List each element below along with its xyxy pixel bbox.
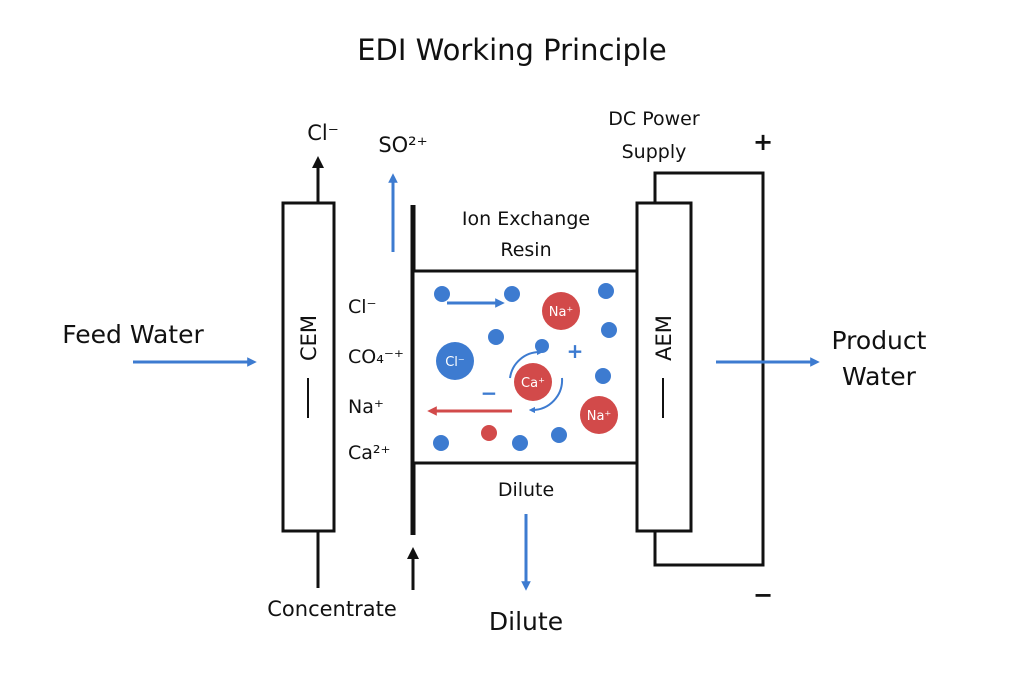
ion-na-2-label: Na⁺ (587, 409, 612, 424)
resin-label-line1: Ion Exchange (462, 208, 590, 230)
aem-membrane (635, 201, 693, 533)
anion-dot (535, 339, 549, 353)
exchange-arc-bottom (528, 377, 564, 414)
anion-dot (598, 283, 614, 299)
dc-label-line2: Supply (622, 141, 687, 163)
aem-label: AEM (652, 315, 676, 361)
anion-dot (551, 427, 567, 443)
feed-water-label: Feed Water (62, 320, 204, 349)
dc-plus-sign: + (753, 128, 773, 156)
dilute-inner-label: Dilute (498, 479, 554, 501)
ion-list-co4: CO₄⁻⁺ (348, 346, 404, 368)
dilute-outer-label: Dilute (489, 607, 563, 636)
resin-label-line2: Resin (500, 239, 551, 261)
concentrate-label: Concentrate (267, 597, 397, 621)
so-outlet-label: SO²⁺ (378, 133, 427, 157)
ion-list-cl: Cl⁻ (348, 296, 377, 318)
ion-cl (436, 342, 474, 380)
anion-dot (434, 286, 450, 302)
exchange-plus: + (567, 339, 584, 363)
cem-label: CEM (297, 315, 321, 361)
anion-particles (433, 283, 617, 451)
dc-minus-sign: − (753, 581, 773, 609)
product-water-label-line1: Product (832, 326, 927, 355)
anion-dot (512, 435, 528, 451)
ion-na-1 (542, 292, 580, 330)
dc-label-line1: DC Power (608, 108, 700, 130)
anion-dot (601, 322, 617, 338)
ion-list-na: Na⁺ (348, 396, 384, 418)
ion-na-2 (580, 396, 618, 434)
ion-cl-label: Cl⁻ (445, 355, 465, 370)
ion-na-1-label: Na⁺ (549, 305, 574, 320)
anion-dot (488, 329, 504, 345)
ion-ca-label: Ca⁺ (521, 376, 545, 391)
ion-ca (514, 363, 552, 401)
cl-outlet-label: Cl⁻ (307, 121, 339, 145)
diagram-title: EDI Working Principle (357, 33, 667, 67)
anion-dot (433, 435, 449, 451)
exchange-minus: − (481, 381, 498, 405)
cation-dot (481, 425, 497, 441)
ion-list-ca: Ca²⁺ (348, 442, 391, 464)
exchange-arc-top (509, 348, 544, 379)
dc-circuit (653, 171, 765, 567)
anion-dot (504, 286, 520, 302)
anion-dot (595, 368, 611, 384)
cem-membrane (281, 201, 336, 533)
product-water-label-line2: Water (842, 362, 917, 391)
